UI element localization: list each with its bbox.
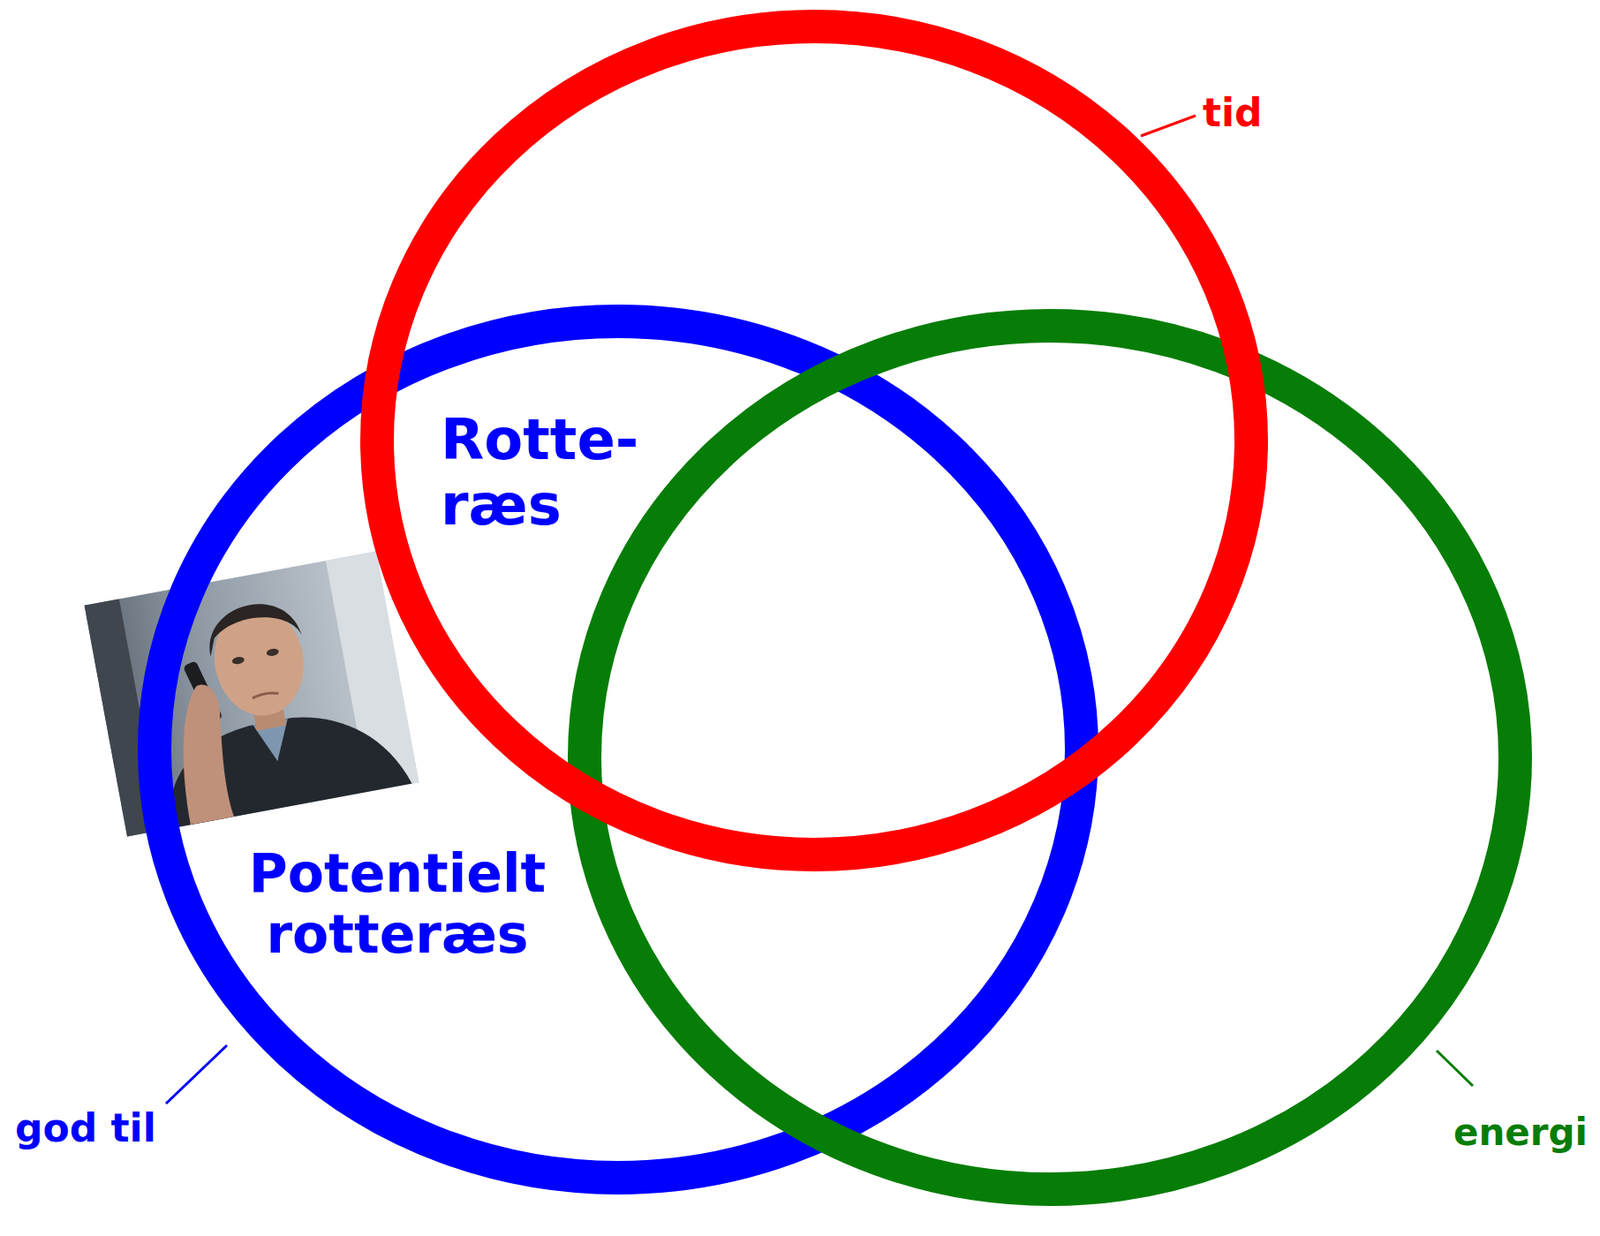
circle-ring [154,321,1082,1178]
circle-label: tid [1202,93,1263,133]
leader-line [166,1045,227,1104]
region-label-holder: Rotte- ræs [440,407,680,538]
circle-label-holder: energi [1453,1114,1588,1152]
man-photo [84,551,420,838]
photo-background [84,551,420,838]
photo-hand [166,682,240,825]
venn-circle: energi [567,309,1533,1207]
circle-ring [377,26,1252,855]
photo-face [205,599,313,724]
leader-line [1140,115,1196,136]
circle-label: energi [1453,1114,1588,1152]
region-label: Potentielt rotteræs [249,842,546,966]
circle-label-holder: god til [15,1109,157,1148]
region-label: Rotte- ræs [440,407,639,538]
circle-outline [567,309,1533,1207]
leader-line [1436,1050,1473,1087]
photo-eye [265,648,280,657]
circle-label: god til [15,1109,157,1148]
region-label-holder: Potentielt rotteræs [229,843,566,966]
circle-label-holder: tid [1202,93,1263,133]
circle-ring [584,325,1516,1190]
photo-eye [231,656,245,665]
photo-mouth [251,691,279,699]
photo-hair [202,596,302,657]
